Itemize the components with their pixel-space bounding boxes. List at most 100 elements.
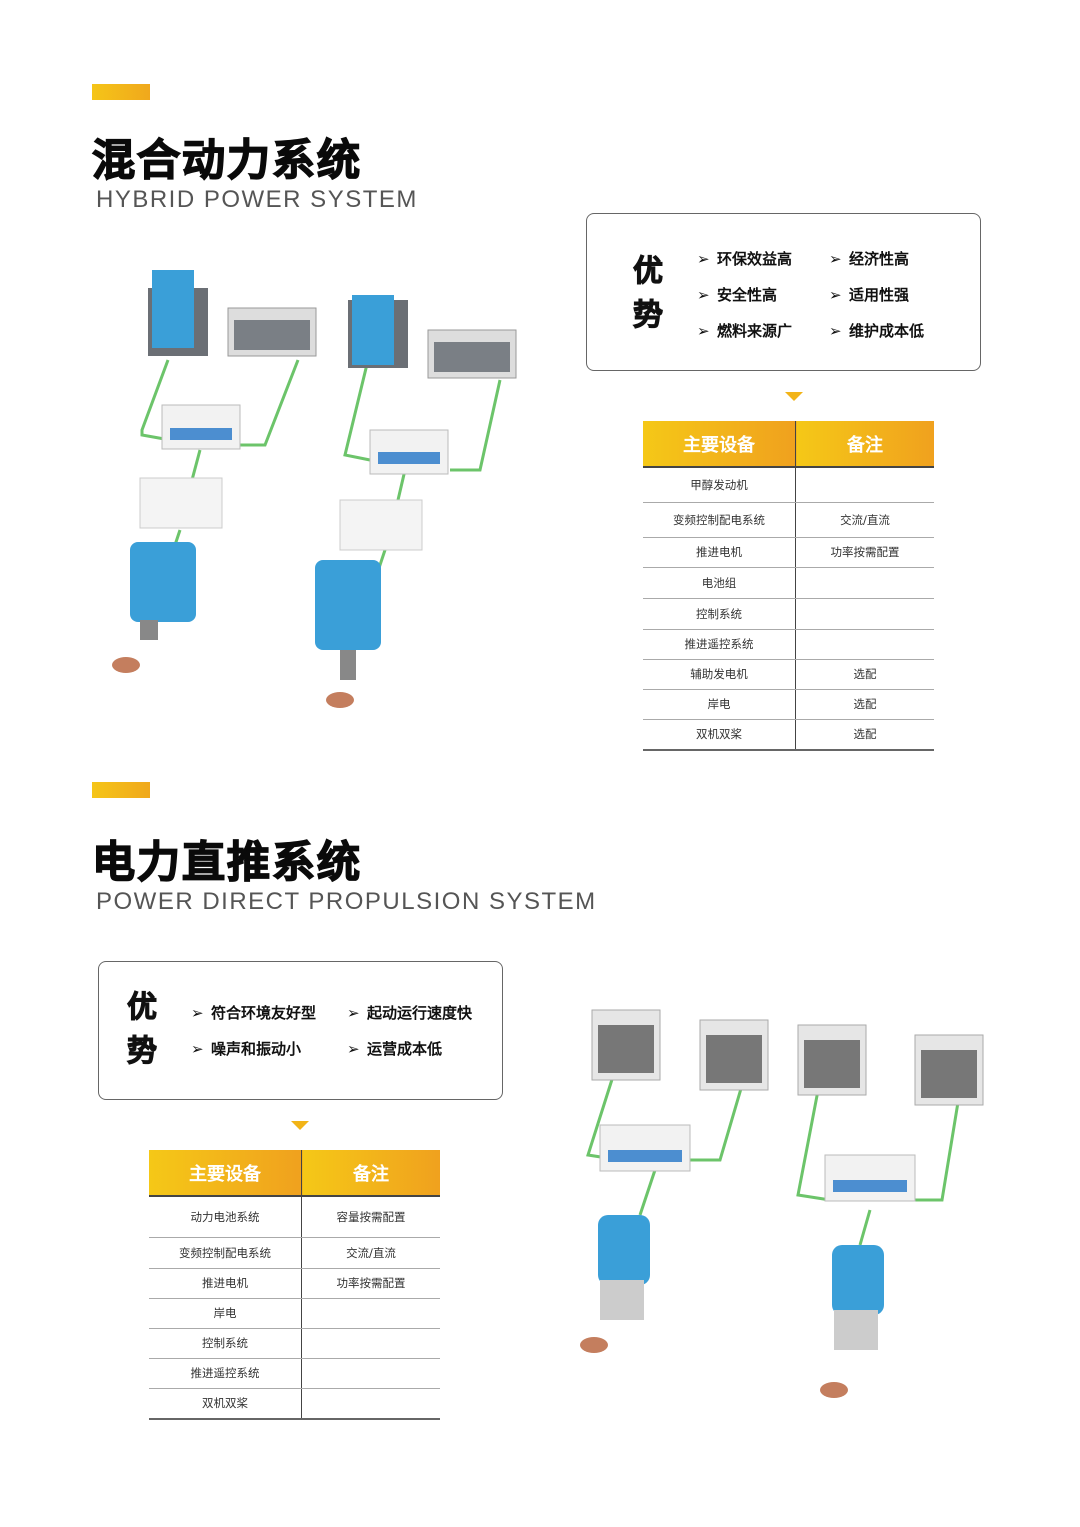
hybrid-system-illustration bbox=[112, 270, 517, 708]
remark-cell bbox=[301, 1358, 440, 1389]
remark-cell: 交流/直流 bbox=[795, 502, 934, 538]
equipment-cell: 推进电机 bbox=[643, 537, 796, 568]
advantage-item: ➢经济性高 bbox=[829, 250, 910, 268]
arrow-icon: ➢ bbox=[347, 1040, 360, 1058]
section-subtitle: POWER DIRECT PROPULSION SYSTEM bbox=[96, 888, 597, 915]
table-row: 岸电选配 bbox=[643, 689, 934, 720]
advantage-item: ➢燃料来源广 bbox=[697, 322, 793, 340]
control-cabinet-icon bbox=[599, 1124, 691, 1172]
cable-lines bbox=[140, 359, 502, 581]
arrow-icon: ➢ bbox=[829, 250, 842, 268]
battery-cabinet-icon bbox=[227, 307, 317, 357]
section-title: 电力直推系统 bbox=[91, 837, 362, 889]
equipment-cell: 变频控制配电系统 bbox=[149, 1237, 302, 1269]
down-triangle-icon bbox=[291, 1121, 309, 1130]
heading-char: 势 bbox=[633, 298, 664, 334]
remark-cell: 功率按需配置 bbox=[795, 537, 934, 568]
accent-bar bbox=[92, 84, 150, 100]
advantages-box: 优 势 ➢符合环境友好型 ➢起动运行速度快 ➢噪声和振动小 ➢运营成本低 bbox=[98, 961, 503, 1100]
remark-cell: 选配 bbox=[795, 689, 934, 720]
equipment-cell: 动力电池系统 bbox=[149, 1196, 302, 1238]
battery-cabinet-icon bbox=[427, 329, 517, 379]
advantage-item: ➢噪声和振动小 bbox=[191, 1040, 302, 1058]
remark-cell: 容量按需配置 bbox=[301, 1196, 440, 1238]
arrow-icon: ➢ bbox=[191, 1040, 204, 1058]
battery-cabinet-icon bbox=[914, 1034, 984, 1106]
table-row: 推进遥控系统 bbox=[149, 1358, 440, 1389]
table-row: 推进电机功率按需配置 bbox=[643, 537, 934, 568]
table-row: 变频控制配电系统交流/直流 bbox=[149, 1237, 440, 1269]
remark-cell bbox=[301, 1328, 440, 1359]
heading-char: 优 bbox=[633, 254, 664, 290]
cable-lines bbox=[586, 1069, 962, 1246]
equipment-cell: 推进遥控系统 bbox=[643, 629, 796, 660]
equipment-table: 主要设备 备注 动力电池系统容量按需配置变频控制配电系统交流/直流推进电机功率按… bbox=[149, 1150, 440, 1420]
advantages-heading: 优 势 bbox=[127, 986, 163, 1074]
remark-cell: 选配 bbox=[795, 659, 934, 690]
propulsion-motor-icon bbox=[315, 560, 381, 708]
remark-cell: 选配 bbox=[795, 719, 934, 751]
heading-char: 势 bbox=[127, 1034, 158, 1070]
control-cabinet-icon bbox=[369, 429, 449, 475]
control-cabinet-icon bbox=[161, 404, 241, 450]
table-row: 岸电 bbox=[149, 1298, 440, 1329]
battery-cabinet-icon bbox=[699, 1019, 769, 1091]
section-subtitle: HYBRID POWER SYSTEM bbox=[96, 186, 418, 213]
engine-unit-icon bbox=[348, 295, 408, 368]
accent-bar bbox=[92, 782, 150, 798]
arrow-icon: ➢ bbox=[829, 286, 842, 304]
remark-cell bbox=[301, 1298, 440, 1329]
down-triangle-icon bbox=[785, 392, 803, 401]
engine-unit-icon bbox=[148, 270, 208, 356]
distribution-panel-icon bbox=[139, 477, 223, 529]
table-row: 控制系统 bbox=[643, 598, 934, 630]
equipment-table: 主要设备 备注 甲醇发动机变频控制配电系统交流/直流推进电机功率按需配置电池组控… bbox=[643, 421, 934, 751]
advantage-item: ➢运营成本低 bbox=[347, 1040, 443, 1058]
table-row: 电池组 bbox=[643, 567, 934, 599]
equipment-cell: 岸电 bbox=[643, 689, 796, 720]
equipment-cell: 电池组 bbox=[643, 567, 796, 599]
propulsion-motor-icon bbox=[580, 1215, 650, 1353]
advantage-item: ➢符合环境友好型 bbox=[191, 1004, 317, 1022]
heading-char: 优 bbox=[127, 990, 158, 1026]
advantage-item: ➢起动运行速度快 bbox=[347, 1004, 473, 1022]
remark-cell bbox=[795, 567, 934, 599]
arrow-icon: ➢ bbox=[829, 322, 842, 340]
table-row: 推进遥控系统 bbox=[643, 629, 934, 660]
remark-cell bbox=[301, 1388, 440, 1420]
advantages-heading: 优 势 bbox=[633, 250, 669, 338]
table-row: 双机双桨选配 bbox=[643, 719, 934, 751]
advantage-item: ➢维护成本低 bbox=[829, 322, 925, 340]
arrow-icon: ➢ bbox=[347, 1004, 360, 1022]
equipment-cell: 控制系统 bbox=[643, 598, 796, 630]
arrow-icon: ➢ bbox=[697, 250, 710, 268]
table-row: 辅助发电机选配 bbox=[643, 659, 934, 690]
advantages-box: 优 势 ➢环保效益高 ➢经济性高 ➢安全性高 ➢适用性强 ➢燃料来源广 ➢维护成… bbox=[586, 213, 981, 371]
table-header: 主要设备 bbox=[149, 1150, 302, 1197]
table-row: 变频控制配电系统交流/直流 bbox=[643, 502, 934, 538]
remark-cell bbox=[795, 598, 934, 630]
equipment-cell: 甲醇发动机 bbox=[643, 467, 796, 503]
table-row: 动力电池系统容量按需配置 bbox=[149, 1196, 440, 1238]
equipment-cell: 推进遥控系统 bbox=[149, 1358, 302, 1389]
table-header: 备注 bbox=[301, 1150, 440, 1197]
arrow-icon: ➢ bbox=[697, 322, 710, 340]
table-header: 主要设备 bbox=[643, 421, 796, 468]
propulsion-motor-icon bbox=[820, 1245, 884, 1398]
table-row: 推进电机功率按需配置 bbox=[149, 1268, 440, 1299]
control-cabinet-icon bbox=[824, 1154, 916, 1202]
equipment-cell: 变频控制配电系统 bbox=[643, 502, 796, 538]
equipment-cell: 辅助发电机 bbox=[643, 659, 796, 690]
electric-propulsion-illustration bbox=[580, 1009, 984, 1398]
table-row: 双机双桨 bbox=[149, 1388, 440, 1420]
advantage-item: ➢环保效益高 bbox=[697, 250, 793, 268]
table-header: 备注 bbox=[795, 421, 934, 468]
battery-cabinet-icon bbox=[591, 1009, 661, 1081]
advantage-item: ➢安全性高 bbox=[697, 286, 778, 304]
distribution-panel-icon bbox=[339, 499, 423, 551]
remark-cell: 交流/直流 bbox=[301, 1237, 440, 1269]
table-row: 控制系统 bbox=[149, 1328, 440, 1359]
battery-cabinet-icon bbox=[797, 1024, 867, 1096]
equipment-cell: 岸电 bbox=[149, 1298, 302, 1329]
arrow-icon: ➢ bbox=[191, 1004, 204, 1022]
